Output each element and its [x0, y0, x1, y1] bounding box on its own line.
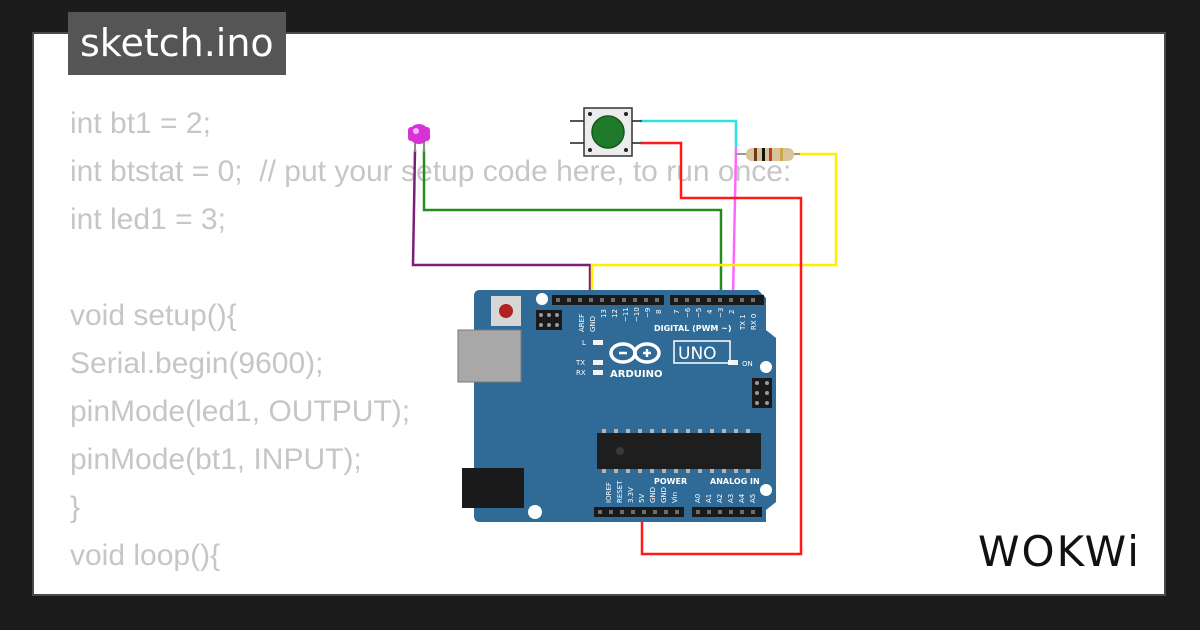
pin-label: A5 [749, 494, 757, 503]
pin-label: GND [660, 487, 668, 503]
code-line: void setup(){ [70, 299, 237, 332]
digital-header-left [552, 295, 664, 305]
wire-button-signal[interactable] [731, 147, 738, 299]
pin-label: ~3 [717, 308, 725, 318]
code-line: pinMode(bt1, INPUT); [70, 443, 362, 476]
pin-label: Vin [671, 492, 679, 503]
pin-label: ~5 [695, 308, 703, 318]
pushbutton[interactable] [570, 107, 642, 157]
wokwi-logo: WOKWi [978, 527, 1141, 576]
code-preview: int bt1 = 2; int btstat = 0; // put your… [70, 100, 791, 580]
pin-label: RX 0 [750, 314, 758, 330]
pin-label: 12 [611, 309, 619, 318]
arduino-uno-board[interactable]: AREF GND 13 12 ~11 ~10 ~9 8 7 ~6 ~5 4 ~3… [457, 290, 776, 522]
wire-led-cathode[interactable] [411, 149, 592, 298]
pin-label: A1 [705, 494, 713, 503]
pin-label: 3.3V [627, 487, 635, 503]
arduino-logo-icon [609, 342, 661, 364]
power-jack [462, 468, 524, 508]
rx-led-label: RX [576, 369, 586, 377]
code-line: Serial.begin(9600); [70, 347, 324, 380]
pin-label: A0 [694, 494, 702, 503]
code-line: int led1 = 3; [70, 203, 226, 236]
pin-label: GND [649, 487, 657, 503]
digital-header-label: DIGITAL (PWM ~) [654, 324, 732, 333]
pin-label: A3 [727, 494, 735, 503]
file-name-tab[interactable]: sketch.ino [68, 12, 286, 75]
pin-label: ~10 [633, 307, 641, 322]
wire-resistor-gnd[interactable] [590, 152, 838, 298]
l-led-label: L [582, 339, 586, 347]
pin-label: 8 [655, 310, 663, 314]
board-brand-label: ARDUINO [610, 369, 662, 380]
pin-label: A4 [738, 493, 746, 503]
pin-label: A2 [716, 494, 724, 503]
code-line: pinMode(led1, OUTPUT); [70, 395, 411, 428]
power-header [594, 507, 684, 517]
code-line: } [70, 491, 81, 524]
led[interactable] [408, 124, 430, 152]
usb-connector [457, 329, 522, 383]
pin-label: 5V [638, 494, 646, 503]
board-model-label: UNO [678, 344, 717, 364]
pin-label: GND [589, 316, 597, 332]
tx-led-label: TX [575, 359, 585, 367]
analog-header [692, 507, 762, 517]
analog-header-label: ANALOG IN [710, 477, 760, 486]
microcontroller-chip [597, 433, 761, 469]
resistor[interactable] [736, 148, 800, 161]
pin-label: TX 1 [739, 314, 747, 331]
on-led-label: ON [742, 360, 753, 368]
wire-5v[interactable] [640, 141, 803, 556]
pin-label: 13 [600, 309, 608, 318]
pin-label: AREF [578, 314, 586, 332]
pin-label: RESET [616, 480, 624, 503]
wire-button-top[interactable] [640, 119, 738, 148]
pin-label: ~9 [644, 308, 652, 318]
digital-header-right [670, 295, 764, 305]
pin-label: 4 [706, 309, 714, 314]
pin-label: 7 [673, 310, 681, 314]
pin-label: 2 [728, 310, 736, 314]
pin-label: IOREF [605, 482, 613, 503]
wire-led-anode[interactable] [422, 150, 723, 298]
power-header-label: POWER [654, 477, 687, 486]
pin-label: ~6 [684, 307, 692, 318]
pin-label: ~11 [622, 307, 630, 322]
code-line: int bt1 = 2; [70, 107, 211, 140]
code-line: void loop(){ [70, 539, 221, 572]
